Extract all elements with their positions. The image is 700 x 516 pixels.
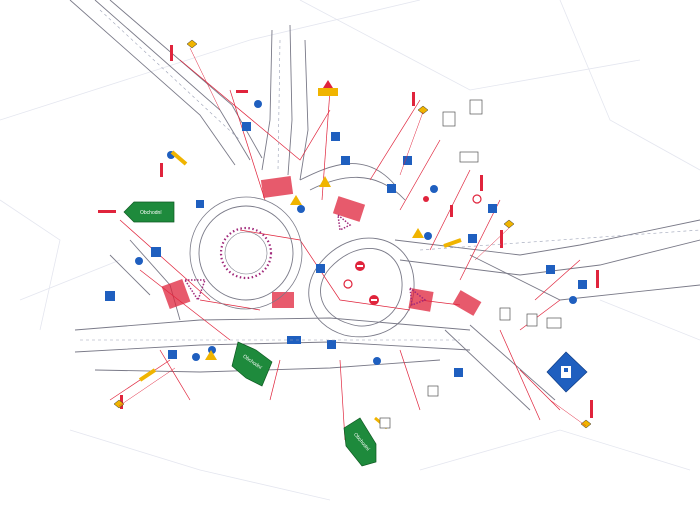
round-sign-icon xyxy=(135,257,143,265)
warning-sign-icon xyxy=(412,228,424,238)
info-sign-icon xyxy=(578,280,587,289)
pedestrian-crossings xyxy=(161,175,482,316)
warning-sign-icon xyxy=(319,176,331,187)
warning-signs xyxy=(205,80,424,360)
info-sign-icon xyxy=(331,132,340,141)
small-grey-signs xyxy=(379,99,562,429)
round-sign-icon xyxy=(297,205,305,213)
round-sign-icon xyxy=(569,296,577,304)
info-sign-icon xyxy=(488,204,497,213)
sign-icon xyxy=(546,317,562,329)
background-lines xyxy=(0,0,700,501)
info-sign-icon xyxy=(341,156,350,165)
sign-icon xyxy=(379,417,391,429)
info-sign-icon xyxy=(316,264,325,273)
roundabout xyxy=(189,196,303,310)
round-sign-icon xyxy=(430,185,438,193)
info-sign-icon xyxy=(168,350,177,359)
marker-icon xyxy=(186,39,198,49)
direction-sign-1: Obchodní xyxy=(123,201,175,223)
round-sign-icon xyxy=(254,100,262,108)
marker-icon xyxy=(417,105,429,115)
round-sign-icon xyxy=(192,353,200,361)
info-sign-icon xyxy=(242,122,251,131)
info-sign-icon xyxy=(327,340,336,349)
sign-icon xyxy=(526,313,538,327)
leader-lines xyxy=(118,47,587,427)
red-markings xyxy=(109,59,581,441)
info-sign-icon xyxy=(196,200,204,208)
info-sign-icon xyxy=(105,291,115,301)
diamond-markers xyxy=(113,39,592,429)
dimension-labels xyxy=(98,45,599,461)
info-sign-icon xyxy=(468,234,477,243)
info-sign-icon xyxy=(546,265,555,274)
round-sign-icon xyxy=(373,357,381,365)
round-sign-icon xyxy=(343,279,353,289)
round-signs xyxy=(135,100,577,365)
marker-icon xyxy=(503,219,515,229)
lane-dashes xyxy=(80,9,700,341)
sign-icon xyxy=(469,99,483,115)
traffic-islands xyxy=(183,213,427,307)
warning-sign-icon xyxy=(205,350,217,360)
warning-sign-icon xyxy=(290,195,302,205)
sign-icon xyxy=(459,151,479,163)
sign-icon xyxy=(427,385,439,397)
round-sign-icon xyxy=(424,232,432,240)
info-sign-icon xyxy=(403,156,412,165)
marker-icon xyxy=(580,419,592,429)
blue-signs xyxy=(105,122,587,377)
info-sign-icon xyxy=(151,247,161,257)
round-sign-icon xyxy=(423,196,429,202)
sign-icon xyxy=(499,307,511,321)
parking-sign xyxy=(546,351,588,393)
svg-text:Obchodní: Obchodní xyxy=(140,210,162,216)
round-sign-icon xyxy=(472,194,482,204)
info-sign-icon xyxy=(454,368,463,377)
marker-icon xyxy=(113,399,125,409)
info-sign-icon xyxy=(287,336,301,344)
direction-sign-3: Obchodní xyxy=(343,417,377,467)
direction-sign-2: Obchodní xyxy=(231,341,273,387)
info-sign-icon xyxy=(387,184,396,193)
sign-icon xyxy=(442,111,456,127)
